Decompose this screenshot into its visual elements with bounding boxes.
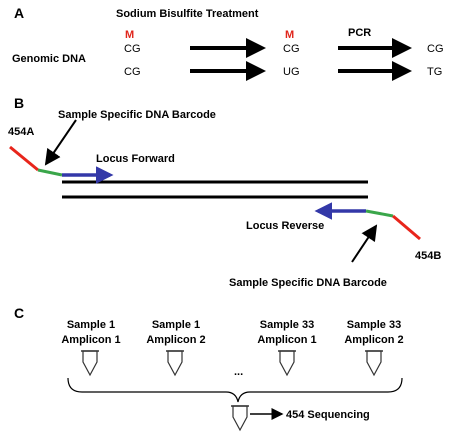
barcode-label-top: Sample Specific DNA Barcode: [58, 109, 216, 121]
row2-bisulfite-sequence: UG: [283, 66, 300, 78]
panel-b: B 454A Sample Specific DNA Barcode Locus…: [8, 95, 441, 289]
adapter-454b-segment: [392, 214, 421, 241]
adapter-454b-label: 454B: [415, 250, 441, 262]
pooled-tube-icon: [232, 405, 248, 432]
locus-reverse-label: Locus Reverse: [246, 220, 324, 232]
adapter-454a-label: 454A: [8, 126, 34, 138]
row1-pcr-sequence: CG: [427, 43, 444, 55]
panel-a: A Sodium Bisulfite Treatment PCR Genomic…: [12, 5, 444, 81]
sample-label-3: Sample 33: [260, 319, 314, 331]
pooling-brace: [67, 377, 403, 403]
panel-a-letter: A: [14, 5, 24, 21]
panel-c: C Sample 1 Amplicon 1 Sample 1 Amplicon …: [14, 305, 404, 432]
barcode-segment-reverse: [365, 209, 394, 218]
panel-c-letter: C: [14, 305, 24, 321]
tube-icon: [82, 350, 98, 377]
pcr-label: PCR: [348, 27, 371, 39]
ellipsis-text: ...: [234, 366, 243, 378]
row1-bisulfite-sequence: CG: [283, 43, 300, 55]
panel-b-letter: B: [14, 95, 24, 111]
tube-icon: [279, 350, 295, 377]
adapter-454a-segment: [9, 145, 39, 172]
sample-label-2: Sample 1: [152, 319, 200, 331]
methyl-mark-1: M: [125, 29, 134, 41]
barcode-segment-forward: [37, 168, 63, 177]
tube-icon: [366, 350, 382, 377]
treatment-label: Sodium Bisulfite Treatment: [116, 8, 259, 20]
row2-pcr-sequence: TG: [427, 66, 442, 78]
barcode-label-bottom: Sample Specific DNA Barcode: [229, 277, 387, 289]
amplicon-label-2: Amplicon 2: [146, 334, 205, 346]
row2-original-sequence: CG: [124, 66, 141, 78]
amplicon-label-1: Amplicon 1: [61, 334, 120, 346]
amplicon-label-3: Amplicon 1: [257, 334, 316, 346]
barcode-pointer-bottom: [351, 224, 378, 263]
sample-label-1: Sample 1: [67, 319, 115, 331]
methyl-mark-2: M: [285, 29, 294, 41]
sequencing-label: 454 Sequencing: [286, 409, 370, 421]
barcode-pointer-top: [44, 119, 77, 166]
locus-forward-label: Locus Forward: [96, 153, 175, 165]
sample-label-4: Sample 33: [347, 319, 401, 331]
amplicon-label-4: Amplicon 2: [344, 334, 403, 346]
tube-icon: [167, 350, 183, 377]
genomic-dna-label: Genomic DNA: [12, 53, 86, 65]
row1-original-sequence: CG: [124, 43, 141, 55]
